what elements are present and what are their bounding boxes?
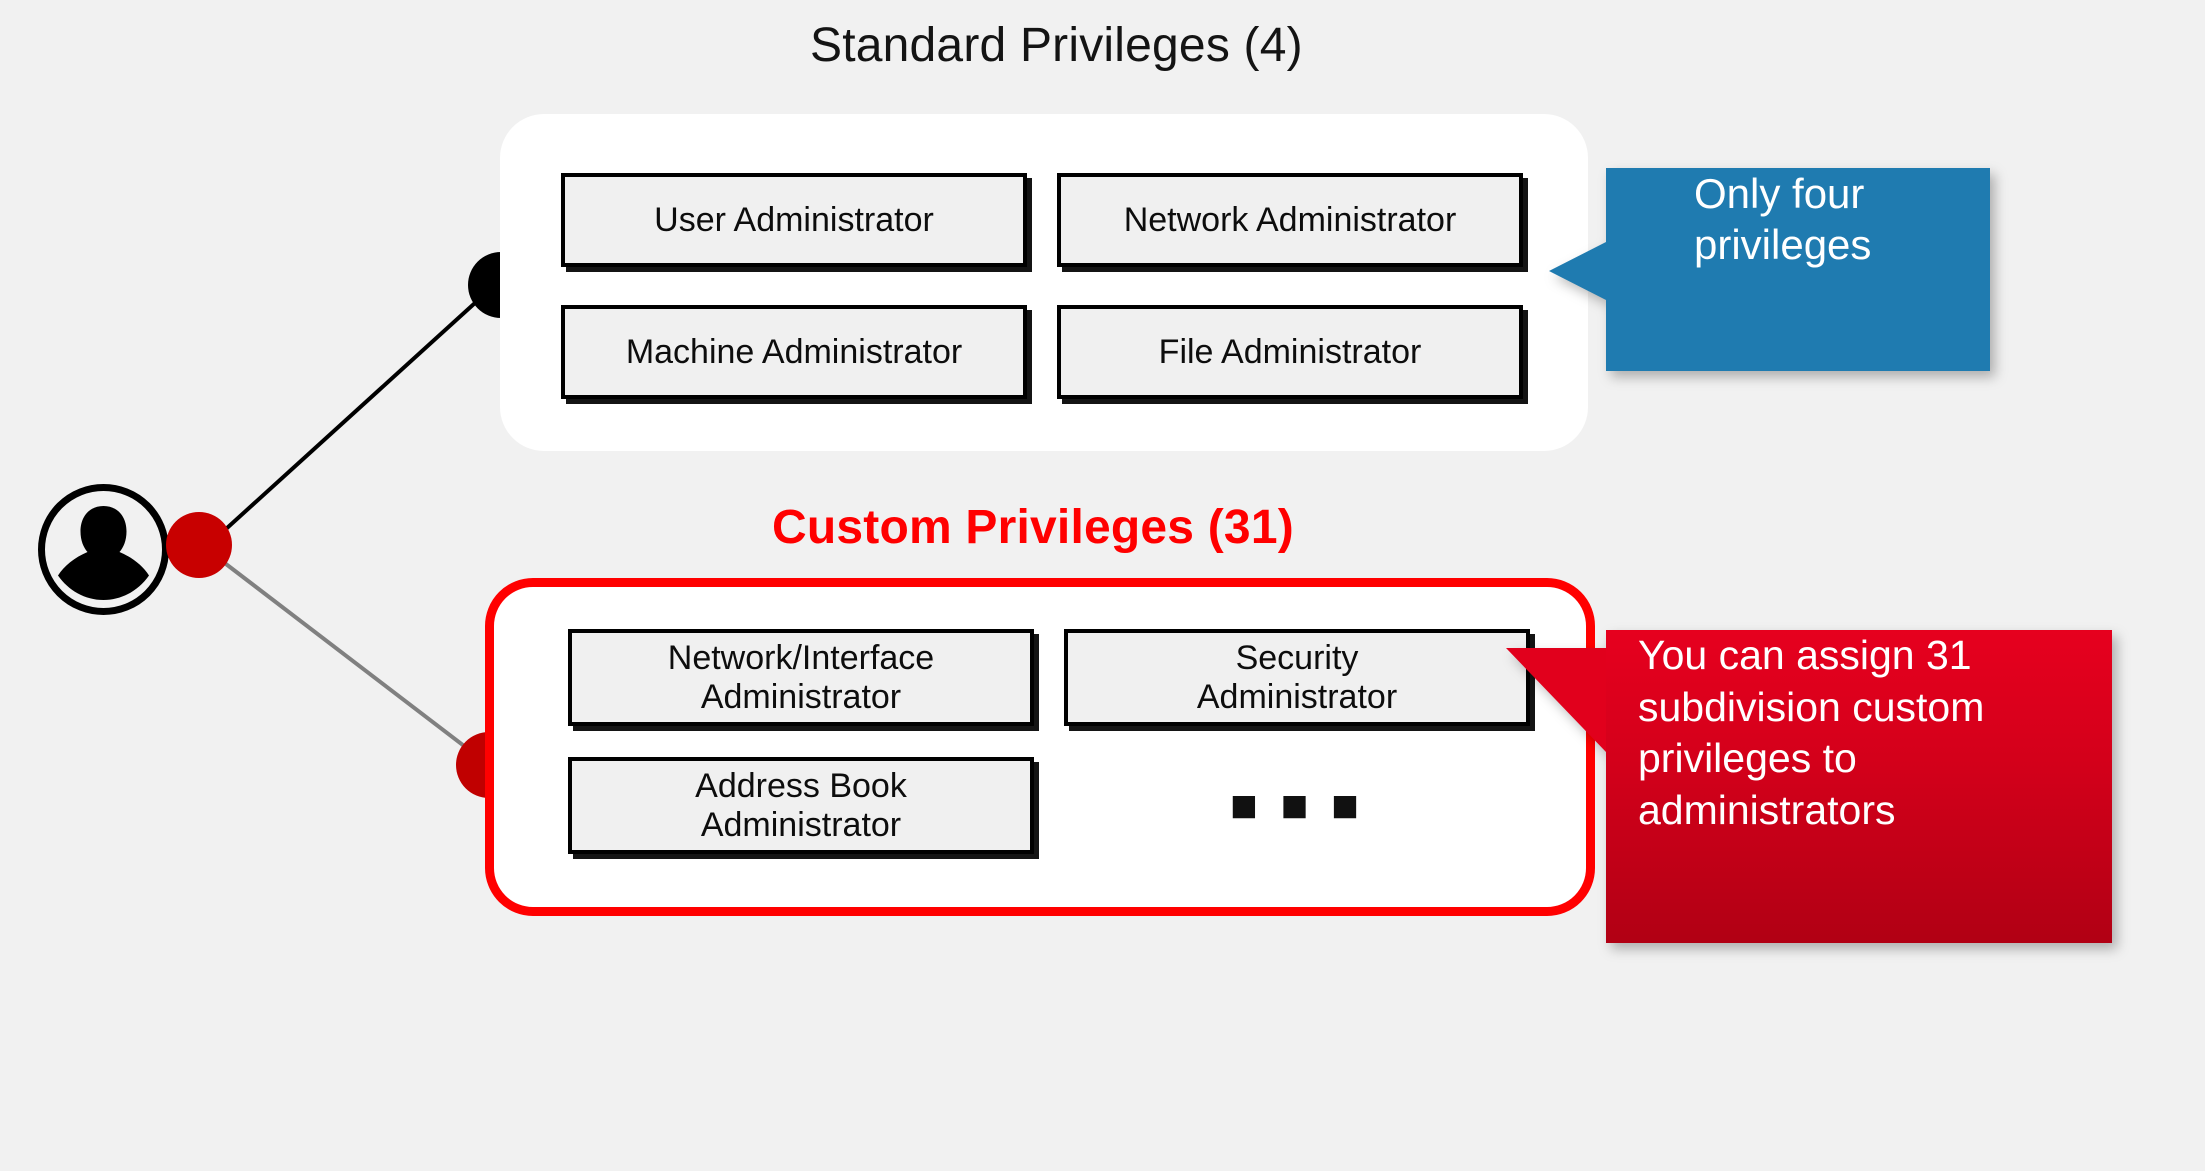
privilege-box[interactable]: Security Administrator xyxy=(1064,629,1530,726)
privilege-box[interactable]: File Administrator xyxy=(1057,305,1523,399)
user-avatar xyxy=(38,484,169,615)
custom-privileges-grid: Network/Interface Administrator Security… xyxy=(568,629,1530,854)
blue-callout: Only four privileges xyxy=(1549,168,1990,371)
privilege-box[interactable]: Machine Administrator xyxy=(561,305,1027,399)
red-callout: You can assign 31 subdivision custom pri… xyxy=(1506,630,2112,943)
blue-callout-text: Only four privileges xyxy=(1694,170,1872,269)
red-callout-shape xyxy=(1606,630,2112,943)
blue-callout-tail-icon xyxy=(1549,242,1606,300)
privilege-box[interactable]: Network/Interface Administrator xyxy=(568,629,1034,726)
red-callout-tail-icon xyxy=(1506,648,1606,752)
custom-privileges-panel: Network/Interface Administrator Security… xyxy=(485,578,1595,916)
custom-privileges-title: Custom Privileges (31) xyxy=(772,501,1294,554)
standard-privileges-panel: User Administrator Network Administrator… xyxy=(500,114,1588,451)
standard-privileges-title: Standard Privileges (4) xyxy=(810,19,1303,72)
red-callout-text: You can assign 31 subdivision custom pri… xyxy=(1638,632,1985,833)
root-node xyxy=(166,512,232,578)
privilege-box[interactable]: User Administrator xyxy=(561,173,1027,267)
standard-privileges-grid: User Administrator Network Administrator… xyxy=(561,173,1523,399)
blue-callout-shape xyxy=(1606,168,1990,371)
privilege-box[interactable]: Address Book Administrator xyxy=(568,757,1034,854)
more-privileges-indicator: ■ ■ ■ xyxy=(1064,757,1530,854)
ellipsis-icon: ■ ■ ■ xyxy=(1230,778,1364,831)
privilege-box[interactable]: Network Administrator xyxy=(1057,173,1523,267)
